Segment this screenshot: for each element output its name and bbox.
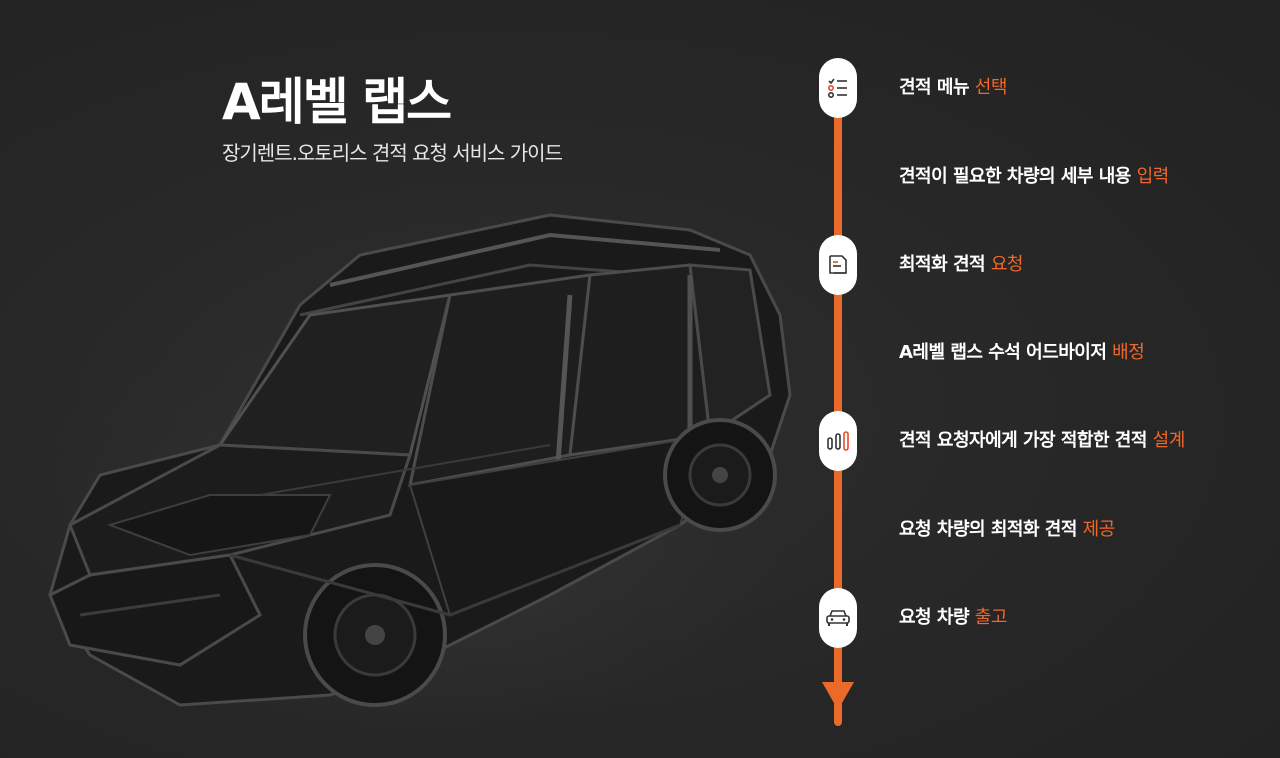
- step-6-highlight: 제공: [1082, 519, 1116, 540]
- car-chassis-image: [40, 213, 800, 725]
- timeline-node-design: [819, 411, 857, 471]
- step-5-text: 견적 요청자에게 가장 적합한 견적: [899, 430, 1153, 451]
- page-subtitle: 장기렌트.오토리스 견적 요청 서비스 가이드: [222, 141, 563, 165]
- step-6-text: 요청 차량의 최적화 견적: [899, 519, 1083, 540]
- step-4: A레벨 랩스 수석 어드바이저 배정: [899, 341, 1145, 365]
- step-5-highlight: 설계: [1152, 430, 1186, 451]
- step-6: 요청 차량의 최적화 견적 제공: [899, 518, 1115, 542]
- step-2: 견적이 필요한 차량의 세부 내용 입력: [899, 165, 1169, 189]
- timeline-node-select: [819, 58, 857, 118]
- page-title: A레벨 랩스: [222, 73, 452, 131]
- step-1-text: 견적 메뉴: [899, 77, 975, 98]
- car-front-icon: [826, 610, 850, 626]
- step-2-highlight: 입력: [1136, 166, 1170, 187]
- step-3-text: 최적화 견적: [899, 254, 991, 275]
- step-1: 견적 메뉴 선택: [899, 76, 1007, 100]
- step-3: 최적화 견적 요청: [899, 253, 1023, 277]
- step-7-highlight: 출고: [974, 607, 1008, 628]
- step-7: 요청 차량 출고: [899, 606, 1007, 630]
- step-7-text: 요청 차량: [899, 607, 975, 628]
- arrow-down-icon: [822, 682, 854, 726]
- slider-bars-icon: [827, 431, 849, 451]
- step-4-text: A레벨 랩스 수석 어드바이저: [899, 342, 1113, 363]
- step-5: 견적 요청자에게 가장 적합한 견적 설계: [899, 429, 1185, 453]
- step-4-highlight: 배정: [1112, 342, 1145, 363]
- timeline-node-delivery: [819, 588, 857, 648]
- document-icon: [829, 255, 847, 274]
- step-2-text: 견적이 필요한 차량의 세부 내용: [899, 166, 1137, 187]
- timeline-node-request: [819, 235, 857, 295]
- step-3-highlight: 요청: [990, 254, 1024, 275]
- checklist-icon: [827, 78, 847, 99]
- step-1-highlight: 선택: [974, 77, 1008, 98]
- timeline-line: [834, 80, 842, 690]
